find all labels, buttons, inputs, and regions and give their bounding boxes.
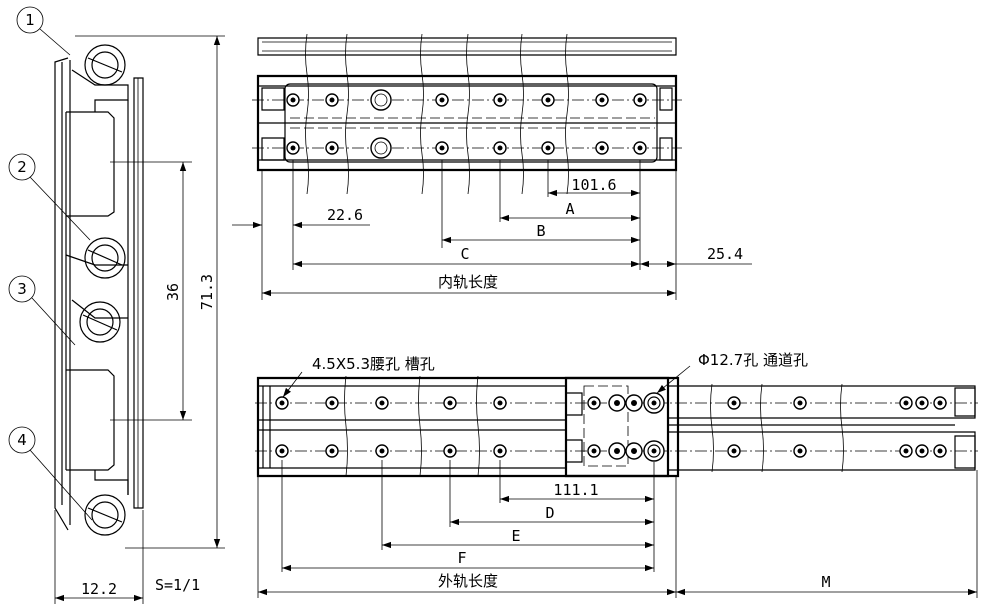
dim-D: D — [545, 504, 554, 522]
hole — [542, 142, 554, 154]
dim-E: E — [511, 527, 520, 545]
outer-rail-body — [258, 378, 678, 476]
hole — [794, 445, 806, 457]
inner-profile — [66, 70, 128, 495]
inner-rail-end-left-top — [262, 88, 284, 110]
hole — [276, 445, 288, 457]
inner-rail-end-left-bottom — [262, 138, 284, 160]
dim-C: C — [460, 245, 469, 263]
large-hole — [371, 90, 391, 110]
hole — [588, 397, 600, 409]
leader-slot — [283, 372, 302, 397]
hole — [326, 397, 338, 409]
hole — [588, 445, 600, 457]
dim-A: A — [565, 200, 574, 218]
dim-width: 12.2 — [81, 580, 117, 598]
callout-4-label: 4 — [17, 431, 27, 449]
inner-rail-end-right-bottom — [660, 138, 672, 160]
hole — [596, 94, 608, 106]
intermediate-rail-top — [668, 386, 975, 418]
hole — [794, 397, 806, 409]
large-hole — [371, 138, 391, 158]
hole — [626, 395, 642, 411]
note-slot-hole: 4.5X5.3腰孔 槽孔 — [312, 355, 435, 373]
hole — [326, 445, 338, 457]
dim-M: M — [821, 573, 830, 591]
hole — [494, 94, 506, 106]
through-hole — [644, 441, 664, 461]
scale-label: S=1/1 — [155, 576, 200, 594]
inner-rail-top-strip — [258, 38, 676, 55]
leader-through-hole — [657, 366, 690, 393]
hole — [900, 397, 912, 409]
hole — [494, 142, 506, 154]
callout-1: 1 — [17, 7, 70, 55]
callout-2-label: 2 — [17, 158, 27, 176]
bearing-2 — [85, 238, 125, 278]
dim-B: B — [536, 222, 545, 240]
mount-plate — [134, 78, 143, 508]
hole — [728, 445, 740, 457]
dim-inner-rail-length: 内轨长度 — [438, 273, 498, 291]
side-section-view: 1 2 3 4 71.3 36 12.2 — [9, 7, 225, 604]
hole — [916, 397, 928, 409]
bearing-cage — [566, 378, 668, 476]
through-hole — [644, 393, 664, 413]
inner-rail-holes — [287, 90, 646, 158]
dim-25-4: 25.4 — [707, 245, 743, 263]
hole — [900, 445, 912, 457]
callout-1-label: 1 — [25, 11, 35, 29]
hole — [542, 94, 554, 106]
hole — [494, 445, 506, 457]
callout-3-label: 3 — [17, 280, 27, 298]
hole — [376, 445, 388, 457]
hole — [626, 443, 642, 459]
inner-rail-break-lines — [306, 34, 569, 194]
callout-4: 4 — [9, 427, 92, 520]
intermediate-rail-end-top — [955, 388, 975, 416]
hole — [376, 397, 388, 409]
hole — [444, 445, 456, 457]
hole — [287, 94, 299, 106]
callout-3: 3 — [9, 276, 75, 345]
note-through-hole: Φ12.7孔 通道孔 — [698, 351, 808, 369]
inner-rail-web — [285, 84, 657, 162]
hole — [916, 445, 928, 457]
hole — [728, 397, 740, 409]
intermediate-rail-end-bottom — [955, 436, 975, 468]
hole — [596, 142, 608, 154]
hole — [634, 94, 646, 106]
hole — [444, 397, 456, 409]
outer-rail-view: 4.5X5.3腰孔 槽孔 Φ12.7孔 通道孔 — [255, 351, 978, 598]
hole — [276, 397, 288, 409]
outer-channel — [55, 58, 68, 530]
hole — [287, 142, 299, 154]
hole — [494, 397, 506, 409]
outer-rail-holes — [276, 393, 946, 461]
bearing-4 — [85, 495, 125, 535]
dim-pitch: 36 — [164, 283, 182, 301]
dim-111-1: 111.1 — [553, 481, 598, 499]
dim-F: F — [457, 549, 466, 567]
dim-22-6: 22.6 — [327, 206, 363, 224]
inner-rail-end-right-top — [660, 88, 672, 110]
dim-height-total: 71.3 — [198, 274, 216, 310]
dim-outer-rail-length: 外轨长度 — [438, 572, 498, 590]
hole — [326, 94, 338, 106]
hole — [436, 94, 448, 106]
inner-rail-view: 101.6 A 22.6 B C 25.4 内轨长度 — [232, 34, 752, 300]
hole — [326, 142, 338, 154]
bearing-1 — [85, 45, 125, 85]
hole — [934, 445, 946, 457]
callout-2: 2 — [9, 154, 90, 240]
hole — [609, 443, 625, 459]
hole — [634, 142, 646, 154]
dim-101-6: 101.6 — [571, 176, 616, 194]
hole — [436, 142, 448, 154]
bearing-3 — [80, 302, 120, 342]
hole — [934, 397, 946, 409]
outer-rail-break-lines — [345, 376, 844, 476]
hole — [609, 395, 625, 411]
